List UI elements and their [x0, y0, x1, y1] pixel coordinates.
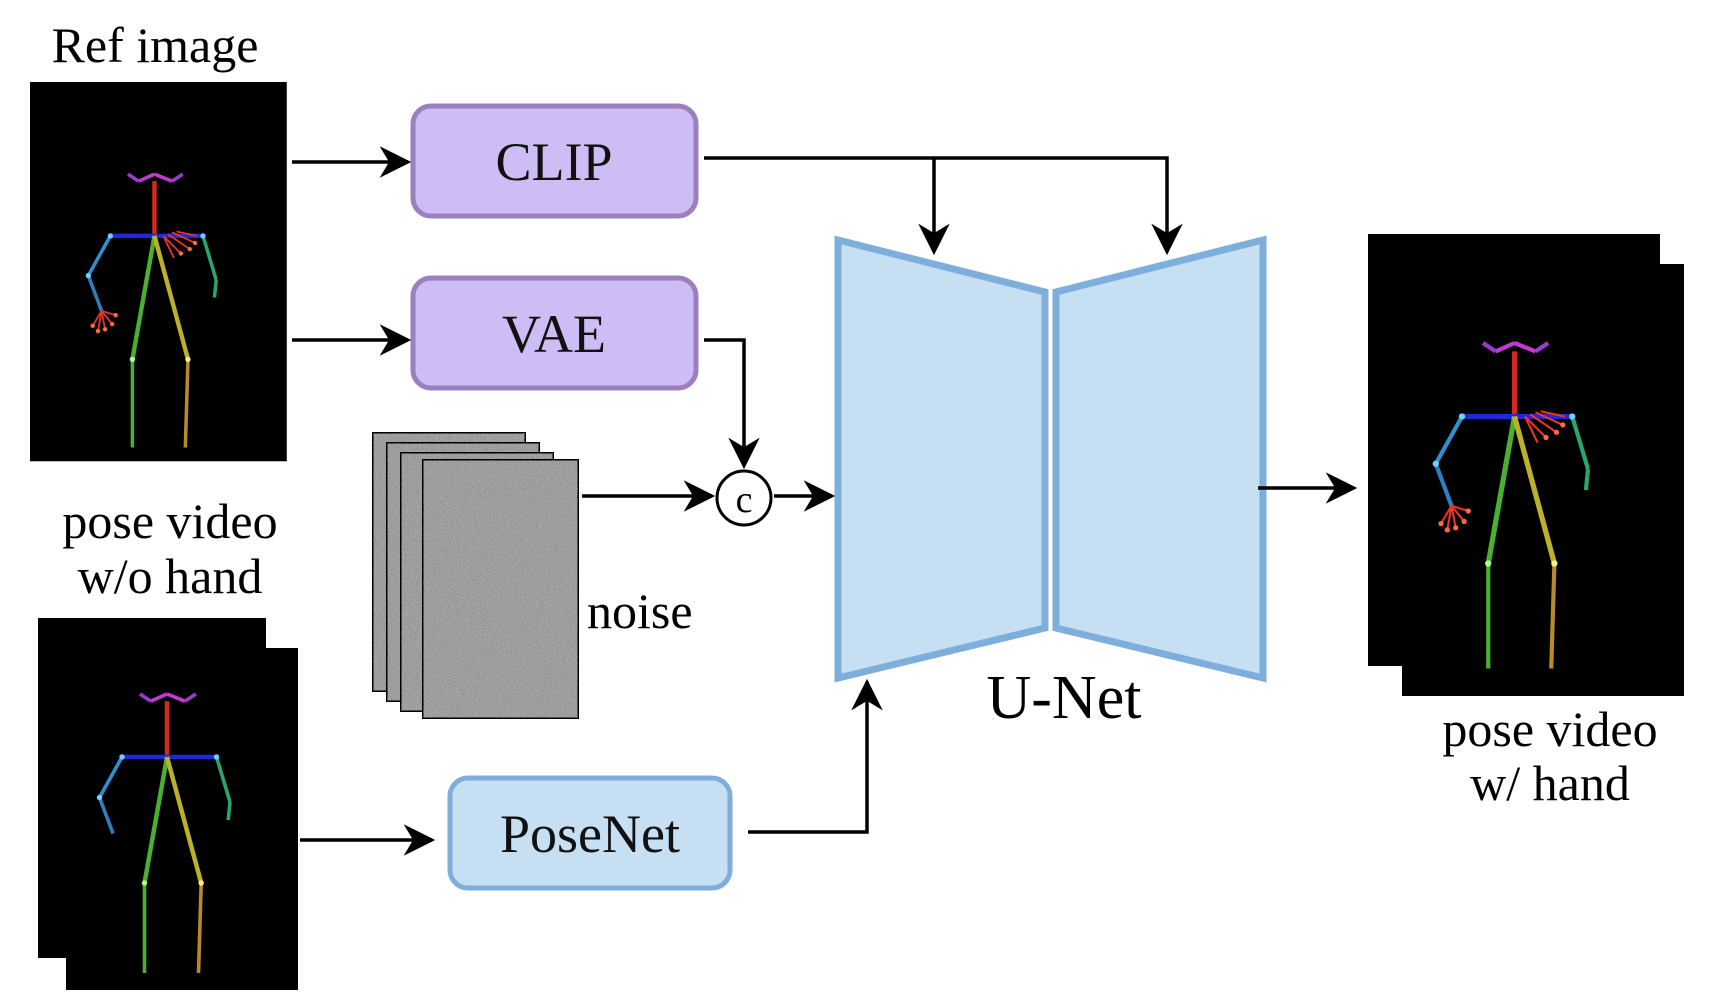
unet-decoder	[1052, 235, 1267, 683]
unet-label: U-Net	[987, 664, 1142, 732]
noise-label: noise	[587, 583, 693, 639]
noise-stack	[372, 432, 579, 719]
svg-text:c: c	[736, 479, 753, 521]
connections	[292, 146, 1358, 856]
pose-video-w-hand-label-2: w/ hand	[1470, 755, 1630, 811]
vae-module: VAE	[410, 275, 699, 391]
concat-icon: c	[715, 469, 773, 527]
arrow-up-icon	[748, 678, 883, 834]
ref-image-label: Ref image	[52, 17, 259, 73]
pose-video-w-hand-stack	[1368, 234, 1684, 696]
clip-module: CLIP	[410, 103, 699, 219]
arrow-down-icon	[704, 156, 1183, 256]
pose-video-wo-hand-label-1: pose video	[62, 493, 277, 549]
unet-encoder	[834, 235, 1049, 683]
vae-label: VAE	[502, 304, 606, 364]
pose-video-wo-hand-stack	[38, 618, 298, 990]
unet	[834, 235, 1267, 683]
pose-video-w-hand-label-1: pose video	[1442, 701, 1657, 757]
pose-video-wo-hand-label-2: w/o hand	[78, 548, 263, 604]
arrow-down-icon	[704, 338, 760, 470]
posenet-label: PoseNet	[500, 804, 680, 864]
posenet-module: PoseNet	[447, 775, 733, 891]
clip-label: CLIP	[495, 132, 612, 192]
ref-image-panel	[30, 82, 287, 462]
